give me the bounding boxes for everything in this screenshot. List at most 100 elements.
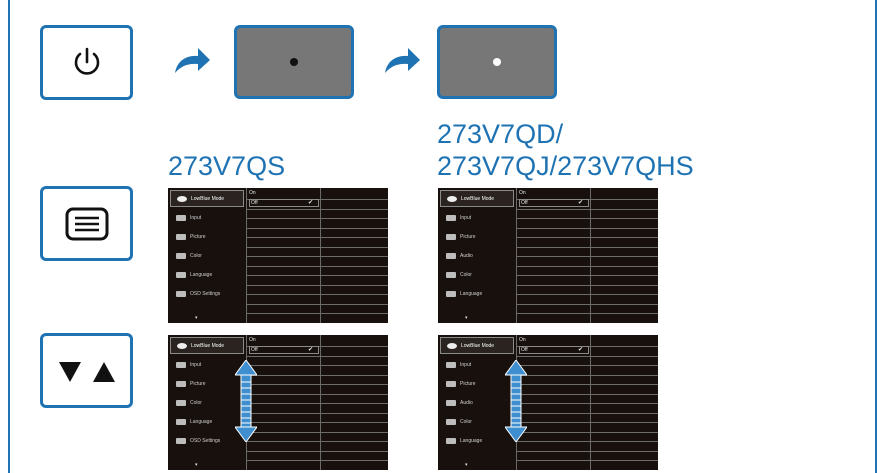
check-icon: ✔ xyxy=(578,200,584,206)
osd-item-label: LowBlue Mode xyxy=(191,342,225,349)
osd-item-label: Input xyxy=(460,361,472,368)
osd-item-label: Audio xyxy=(460,252,473,259)
osd-menu-item[interactable]: LowBlue Mode xyxy=(170,190,244,207)
osd-option-off[interactable]: Off xyxy=(249,346,319,354)
menu-button[interactable] xyxy=(40,186,133,261)
osd-item-icon xyxy=(446,399,456,406)
osd-menu-item[interactable]: Audio xyxy=(440,394,514,411)
osd-item-icon xyxy=(176,380,186,387)
osd-item-icon xyxy=(177,195,187,202)
scroll-down-icon: ▾ xyxy=(195,462,198,468)
osd-item-icon xyxy=(446,380,456,387)
osd-item-icon xyxy=(446,271,456,278)
monitor-screen-on xyxy=(437,25,557,99)
osd-option-off[interactable]: Off xyxy=(249,199,319,207)
osd-item-label: Picture xyxy=(460,233,476,240)
osd-item-label: Color xyxy=(460,418,472,425)
osd-item-label: Picture xyxy=(190,233,206,240)
scroll-down-icon: ▾ xyxy=(195,315,198,321)
up-down-indicator-icon xyxy=(505,360,527,442)
osd-item-icon xyxy=(446,252,456,259)
osd-item-label: OSD Settings xyxy=(190,437,221,444)
osd-menu-item[interactable]: Audio xyxy=(440,247,514,264)
scroll-down-icon: ▾ xyxy=(465,315,468,321)
model-label-right-line1: 273V7QD/ xyxy=(437,119,564,149)
osd-item-icon xyxy=(177,342,187,349)
osd-item-icon xyxy=(446,233,456,240)
osd-item-icon xyxy=(176,271,186,278)
osd-menu-item[interactable]: Language xyxy=(440,432,514,449)
osd-menu-item[interactable]: Input xyxy=(440,356,514,373)
osd-item-label: LowBlue Mode xyxy=(461,195,495,202)
check-icon: ✔ xyxy=(578,347,584,353)
osd-item-label: Language xyxy=(190,271,213,278)
menu-icon xyxy=(65,207,108,240)
check-icon: ✔ xyxy=(308,347,314,353)
osd-item-icon xyxy=(446,418,456,425)
osd-menu-item[interactable]: Color xyxy=(170,247,244,264)
osd-menu-item[interactable]: OSD Settings xyxy=(170,285,244,302)
osd-menu-item[interactable]: Picture xyxy=(170,228,244,245)
osd-item-label: Input xyxy=(460,214,472,221)
osd-item-icon xyxy=(176,252,186,259)
instruction-frame xyxy=(8,0,877,473)
power-led-off xyxy=(290,58,298,66)
osd-menu-item[interactable]: Color xyxy=(440,413,514,430)
osd-item-icon xyxy=(447,342,457,349)
osd-item-icon xyxy=(447,195,457,202)
osd-menu-item[interactable]: Picture xyxy=(440,375,514,392)
scroll-down-icon: ▾ xyxy=(465,462,468,468)
osd-menu-item[interactable]: Input xyxy=(170,356,244,373)
curved-arrow-icon xyxy=(385,48,420,73)
power-led-on xyxy=(493,58,501,66)
osd-item-label: Color xyxy=(460,271,472,278)
osd-item-label: OSD Settings xyxy=(190,290,221,297)
osd-option-on[interactable]: On xyxy=(519,337,526,343)
osd-item-icon xyxy=(176,399,186,406)
osd-item-icon xyxy=(446,437,456,444)
osd-menu-item[interactable]: LowBlue Mode xyxy=(440,337,514,354)
osd-item-label: Picture xyxy=(190,380,206,387)
osd-item-label: Language xyxy=(460,437,483,444)
osd-menu-item[interactable]: Color xyxy=(440,266,514,283)
osd-item-icon xyxy=(176,437,186,444)
osd-item-icon xyxy=(446,361,456,368)
osd-item-label: Input xyxy=(190,361,202,368)
up-down-indicator-icon xyxy=(235,360,257,442)
osd-menu-item[interactable]: Language xyxy=(440,285,514,302)
osd-menu-item[interactable]: Picture xyxy=(440,228,514,245)
osd-item-icon xyxy=(176,290,186,297)
osd-item-label: LowBlue Mode xyxy=(191,195,225,202)
osd-option-on[interactable]: On xyxy=(519,190,526,196)
model-label-right-line2: 273V7QJ/273V7QHS xyxy=(437,151,694,181)
curved-arrow-icon xyxy=(175,48,210,73)
osd-item-icon xyxy=(446,290,456,297)
power-button[interactable] xyxy=(40,25,133,100)
power-icon xyxy=(74,47,99,75)
osd-menu-item[interactable]: LowBlue Mode xyxy=(440,190,514,207)
osd-item-label: LowBlue Mode xyxy=(461,342,495,349)
osd-option-on[interactable]: On xyxy=(249,190,256,196)
osd-menu-item[interactable]: LowBlue Mode xyxy=(170,337,244,354)
osd-menu-item[interactable]: Input xyxy=(170,209,244,226)
osd-menu-item[interactable]: Input xyxy=(440,209,514,226)
navigate-button[interactable] xyxy=(40,333,133,408)
osd-item-label: Language xyxy=(460,290,483,297)
osd-option-off[interactable]: Off xyxy=(519,199,589,207)
osd-item-icon xyxy=(176,418,186,425)
osd-menu-item[interactable]: Picture xyxy=(170,375,244,392)
osd-menu-item[interactable]: Language xyxy=(170,266,244,283)
osd-item-icon xyxy=(176,214,186,221)
osd-menu-item[interactable]: Language xyxy=(170,413,244,430)
osd-option-off[interactable]: Off xyxy=(519,346,589,354)
osd-menu-item[interactable]: OSD Settings xyxy=(170,432,244,449)
osd-item-icon xyxy=(446,214,456,221)
osd-menu-item[interactable]: Color xyxy=(170,394,244,411)
osd-item-label: Audio xyxy=(460,399,473,406)
osd-option-on[interactable]: On xyxy=(249,337,256,343)
down-up-arrows-icon xyxy=(58,361,115,382)
